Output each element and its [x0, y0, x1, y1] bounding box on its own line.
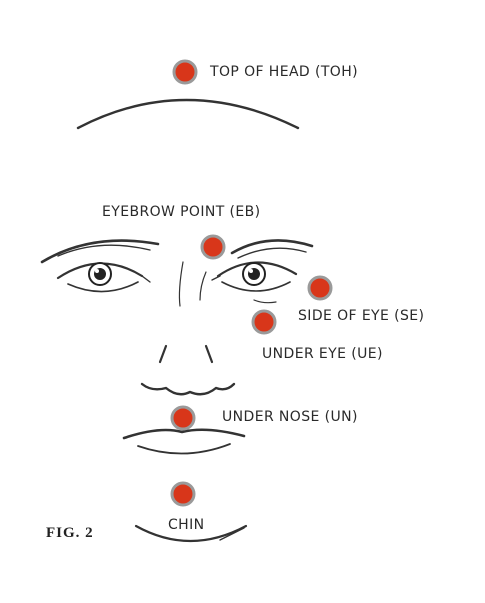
nose-bridge-right	[199, 271, 207, 301]
label-top-of-head: TOP OF HEAD (TOH)	[210, 64, 358, 80]
nose-bridge-left	[178, 261, 184, 307]
label-side-of-eye: SIDE OF EYE (SE)	[298, 308, 425, 324]
right-eye-lower-lid	[221, 281, 291, 292]
lower-lip	[137, 443, 231, 455]
point-eyebrow	[200, 234, 226, 260]
point-under-nose	[170, 405, 196, 431]
label-under-nose: UNDER NOSE (UN)	[222, 409, 358, 425]
tapping-points	[170, 59, 333, 507]
point-chin	[170, 481, 196, 507]
point-top-of-head	[172, 59, 198, 85]
chin-outline	[134, 524, 248, 542]
nostril-left	[158, 344, 168, 364]
label-chin: CHIN	[168, 517, 205, 533]
nose-base	[140, 382, 236, 396]
left-eyebrow	[40, 239, 160, 264]
point-side-of-eye	[307, 275, 333, 301]
upper-lip	[122, 428, 246, 440]
nostril-right	[204, 344, 214, 364]
point-under-eye	[251, 309, 277, 335]
head-outline	[76, 98, 300, 130]
left-eye-lower-lid	[67, 281, 139, 293]
right-eyebrow	[230, 239, 314, 255]
label-under-eye: UNDER EYE (UE)	[262, 346, 383, 362]
figure-caption: FIG. 2	[46, 525, 94, 541]
label-eyebrow: EYEBROW POINT (EB)	[102, 204, 261, 220]
